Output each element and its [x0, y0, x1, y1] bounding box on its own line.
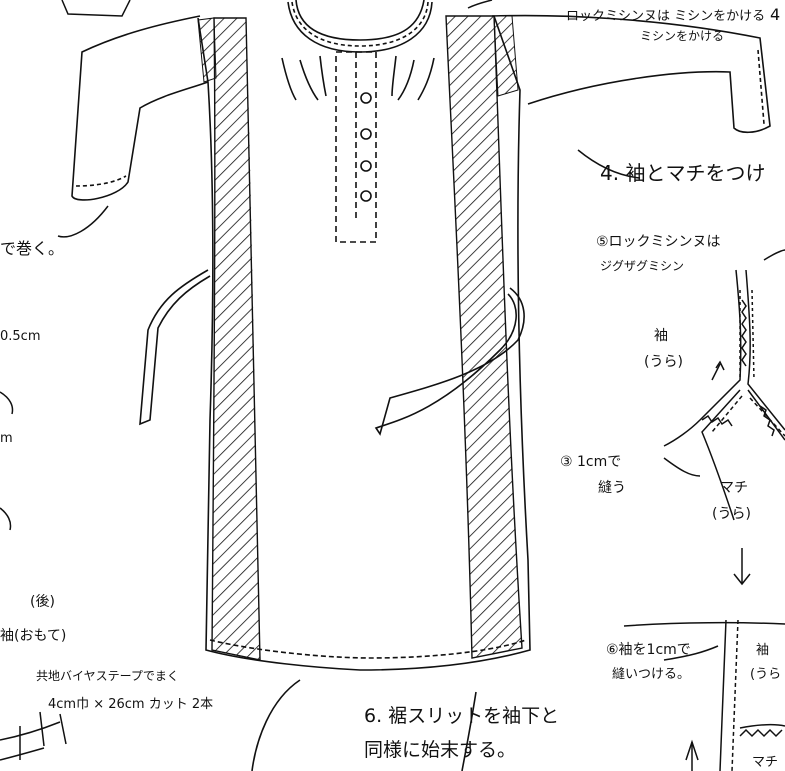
right-sleeve — [491, 14, 771, 134]
label-sleeve: 袖 — [654, 328, 668, 344]
label-sleeve-ura: (うら) — [644, 354, 683, 370]
label-step3-a: ③ 1cmで — [560, 454, 621, 470]
label-gusset-ura: (うら) — [712, 506, 751, 522]
right-sleeve-cuff — [757, 49, 765, 125]
button-loops — [360, 92, 372, 202]
down-arrow — [733, 548, 751, 586]
tunic-body — [197, 15, 531, 671]
label-step5-a: ⑤ロックミシンヌは — [596, 234, 721, 250]
annotations: ロックミシンヌは ミシンをかける ミシンをかける 4 4. 袖とマチをつけ ⑤ロ… — [0, 5, 781, 770]
right-side-panel — [445, 15, 523, 659]
label-top-right-1: ロックミシンヌは ミシンをかける — [566, 9, 765, 24]
label-gusset-bottom: マチ — [752, 755, 778, 770]
left-sleeve-hatch — [197, 17, 217, 83]
label-step4: 4. 袖とマチをつけ — [600, 161, 765, 185]
neckline-stitch — [291, 1, 429, 47]
label-step6-b: 縫いつける。 — [612, 667, 690, 682]
right-sleeve-hatch — [493, 15, 519, 97]
label-step6-main-a: 6. 裾スリットを袖下と — [364, 705, 559, 727]
label-step5-b: ジグザグミシン — [600, 259, 684, 273]
label-left-3: m — [0, 431, 13, 446]
left-fragments — [0, 0, 641, 761]
label-bias-1: 共地バイヤステープでまく — [36, 669, 179, 683]
label-top-right-1b: ミシンをかける — [640, 29, 724, 43]
label-left-1: で巻く。 — [0, 239, 64, 258]
side-panels-hatched — [197, 15, 523, 661]
left-tie — [139, 269, 211, 426]
gusset-detail — [623, 249, 785, 771]
label-sleeve-right: 袖 — [756, 643, 769, 658]
left-side-panel — [211, 17, 261, 661]
neckline — [295, 0, 425, 41]
zigzag-stitch — [741, 299, 747, 367]
label-left-2: 0.5cm — [0, 329, 41, 344]
left-sleeve — [71, 15, 209, 201]
label-sleeve-right-ura: (うら — [750, 667, 781, 682]
label-sleeve-omote: 袖(おもて) — [0, 628, 66, 644]
left-sleeve-cuff — [75, 175, 127, 187]
label-step6-a: ⑥袖を1cmで — [606, 642, 691, 658]
label-top-right-num: 4 — [770, 5, 780, 24]
label-step6-main-b: 同様に始末する。 — [364, 739, 516, 761]
label-bias-2: 4cm巾 × 26cm カット 2本 — [48, 697, 213, 712]
bias-tape-sketch — [0, 711, 67, 760]
label-step3-b: 縫う — [598, 480, 626, 496]
label-back: (後) — [30, 594, 55, 610]
label-gusset: マチ — [720, 480, 748, 496]
